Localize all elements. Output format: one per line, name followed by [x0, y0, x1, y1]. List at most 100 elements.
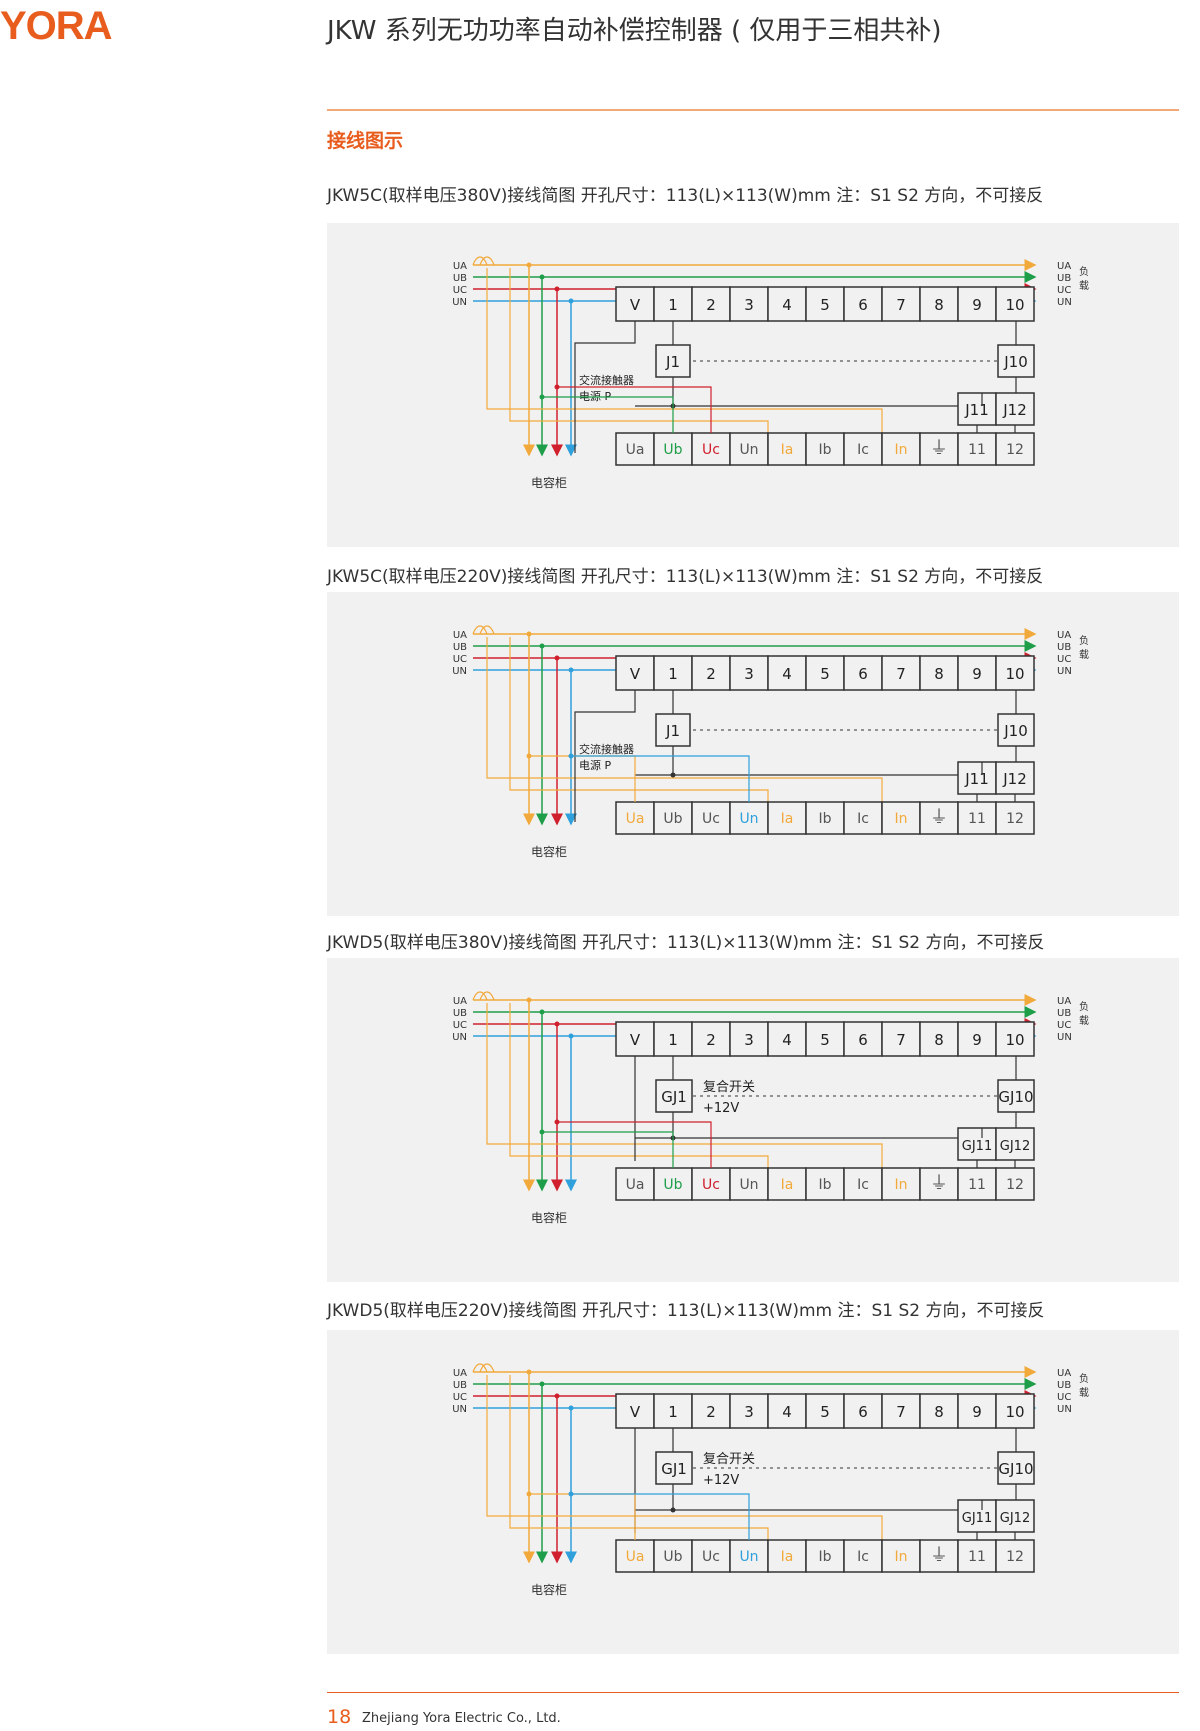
bottom-terminal-box [767, 1167, 807, 1201]
relay-left-label: GJ1 [661, 1460, 687, 1478]
ct-loop [472, 991, 488, 1001]
bottom-terminal-label: Ia [781, 442, 794, 458]
top-terminal-label: 1 [668, 1031, 678, 1049]
bottom-terminal-label: 11 [968, 1549, 986, 1565]
top-terminal-box [995, 1021, 1035, 1057]
top-terminal-box [729, 1021, 769, 1057]
relay-bottom-box [995, 1499, 1035, 1533]
cabinet-label: 电容柜 [531, 1582, 567, 1597]
ct-wire-ia [509, 268, 769, 433]
top-terminal-label: V [630, 1031, 641, 1049]
bottom-terminal-label: In [894, 442, 907, 458]
voltage-tap-wire [571, 755, 750, 802]
bus-label-right: UA [1057, 261, 1071, 272]
top-terminal-label: 3 [744, 1403, 754, 1421]
top-terminal-label: 10 [1005, 1403, 1024, 1421]
ct-wire-in [486, 637, 883, 802]
page-title: JKW 系列无功功率自动补偿控制器 ( 仅用于三相共补) [327, 16, 942, 46]
top-terminal-box [957, 655, 997, 691]
diagram-caption: JKW5C(取样电压380V)接线简图 开孔尺寸：113(L)×113(W)mm… [327, 186, 1044, 206]
top-terminal-box [691, 286, 731, 322]
relay-bottom-label: GJ12 [1000, 1139, 1030, 1154]
top-terminal-label: 5 [820, 665, 830, 683]
top-terminal-label: 4 [782, 1031, 792, 1049]
bottom-terminal-box [691, 801, 731, 835]
bottom-terminal-label: Ic [857, 442, 869, 458]
relay-left-box [655, 1079, 693, 1113]
supply-label: 交流接触器 [579, 742, 634, 756]
top-terminal-label: V [630, 296, 641, 314]
diagram-caption: JKWD5(取样电压380V)接线简图 开孔尺寸：113(L)×113(W)mm… [327, 933, 1045, 953]
bottom-terminal-label: Ib [818, 1549, 831, 1565]
cabinet-label: 电容柜 [531, 1210, 567, 1225]
ct-wire-ia [509, 1375, 769, 1540]
bottom-terminal-label: Ua [626, 1549, 645, 1565]
bottom-terminal-label: Ub [663, 1549, 682, 1565]
top-terminal-label: 10 [1005, 296, 1024, 314]
bottom-terminal-box [881, 1167, 921, 1201]
bottom-terminal-label: Uc [702, 811, 720, 827]
top-terminal-label: 7 [896, 296, 906, 314]
bus-label-right: UB [1057, 1380, 1071, 1391]
bottom-terminal-box [729, 1167, 769, 1201]
bottom-terminal-label: Uc [702, 1177, 720, 1193]
bottom-terminal-box [843, 432, 883, 466]
top-terminal-label: 8 [934, 1403, 944, 1421]
supply-label: 交流接触器 [579, 373, 634, 387]
relay-bottom-label: GJ11 [962, 1511, 992, 1526]
bottom-terminal-label: Ib [818, 811, 831, 827]
ct-loop [479, 625, 495, 635]
bottom-terminal-box [957, 1167, 997, 1201]
top-terminal-label: 1 [668, 665, 678, 683]
top-terminal-label: 2 [706, 1403, 716, 1421]
top-terminal-label: 1 [668, 296, 678, 314]
bottom-terminal-box [843, 801, 883, 835]
load-label: 载 [1079, 280, 1089, 292]
top-terminal-label: 9 [972, 296, 982, 314]
top-terminal-label: 5 [820, 296, 830, 314]
relay-bottom-label: GJ11 [962, 1139, 992, 1154]
bus-label-left: UC [453, 654, 467, 665]
bottom-terminal-box [805, 801, 845, 835]
bottom-terminal-box [995, 1539, 1035, 1573]
bus-label-right: UA [1057, 1368, 1071, 1379]
supply-label: +12V [703, 1473, 739, 1488]
bottom-terminal-box [729, 801, 769, 835]
bottom-terminal-box [653, 1167, 693, 1201]
v-wire [574, 690, 636, 822]
top-terminal-box [957, 1393, 997, 1429]
load-label: 负 [1079, 265, 1089, 278]
top-terminal-label: 7 [896, 1031, 906, 1049]
top-terminal-label: 3 [744, 665, 754, 683]
bus-label-right: UN [1057, 1404, 1072, 1415]
top-terminal-label: V [630, 1403, 641, 1421]
ct-wire-in [486, 1375, 883, 1540]
relay-bottom-label: J12 [1002, 770, 1027, 788]
top-terminal-label: 6 [858, 1403, 868, 1421]
voltage-tap-wire [571, 1493, 750, 1540]
top-terminal-label: 9 [972, 1403, 982, 1421]
bottom-terminal-label: Ia [781, 811, 794, 827]
top-terminal-box [767, 286, 807, 322]
bottom-terminal-label: Ub [663, 811, 682, 827]
bus-label-left: UN [452, 666, 467, 677]
diagram-caption: JKWD5(取样电压220V)接线简图 开孔尺寸：113(L)×113(W)mm… [327, 1301, 1045, 1321]
bottom-terminal-label: Ic [857, 1549, 869, 1565]
top-terminal-label: 2 [706, 665, 716, 683]
brand-logo: YORA [0, 4, 113, 48]
supply-label: +12V [703, 1101, 739, 1116]
top-terminal-box [919, 1021, 959, 1057]
bottom-terminal-label: Ua [626, 1177, 645, 1193]
bottom-terminal-box [881, 1539, 921, 1573]
top-terminal-box [843, 1393, 883, 1429]
relay-bottom-label: J11 [964, 770, 989, 788]
company-name: Zhejiang Yora Electric Co., Ltd. [362, 1711, 561, 1726]
top-terminal-label: 8 [934, 296, 944, 314]
bus-label-left: UA [453, 630, 467, 641]
bottom-terminal-box [995, 801, 1035, 835]
relay-bottom-box [995, 761, 1035, 795]
bus-label-left: UA [453, 1368, 467, 1379]
